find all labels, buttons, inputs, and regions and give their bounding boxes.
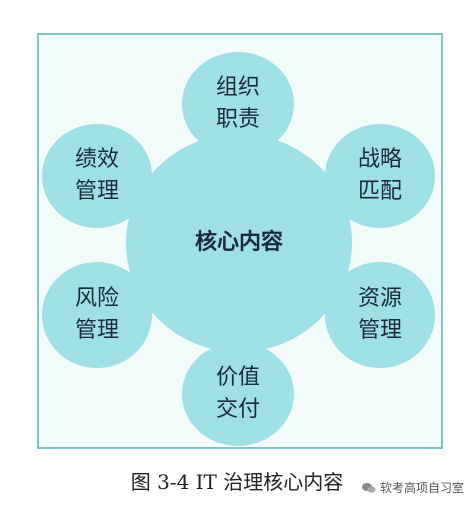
node-value-delivery: 价值 交付 — [182, 342, 294, 446]
core-content-circle: 核心内容 — [126, 134, 352, 352]
node-resource-management: 资源 管理 — [325, 262, 435, 368]
node-label: 战略 匹配 — [357, 147, 402, 204]
node-label: 绩效 管理 — [74, 147, 119, 204]
core-content-label: 核心内容 — [194, 230, 283, 255]
wechat-icon — [361, 482, 376, 493]
watermark-text: 软考高项自习室 — [379, 481, 464, 495]
node-label: 风险 管理 — [74, 286, 119, 343]
node-risk-management: 风险 管理 — [42, 262, 152, 368]
figure-caption: 图 3-4 IT 治理核心内容 — [130, 470, 344, 494]
node-label: 资源 管理 — [357, 286, 402, 343]
node-strategic-alignment: 战略 匹配 — [325, 124, 435, 228]
node-org-responsibility: 组织 职责 — [182, 52, 294, 156]
watermark: 软考高项自习室 — [361, 479, 464, 496]
node-label: 价值 交付 — [215, 365, 260, 422]
node-label: 组织 职责 — [215, 75, 260, 132]
node-performance-management: 绩效 管理 — [42, 124, 152, 228]
